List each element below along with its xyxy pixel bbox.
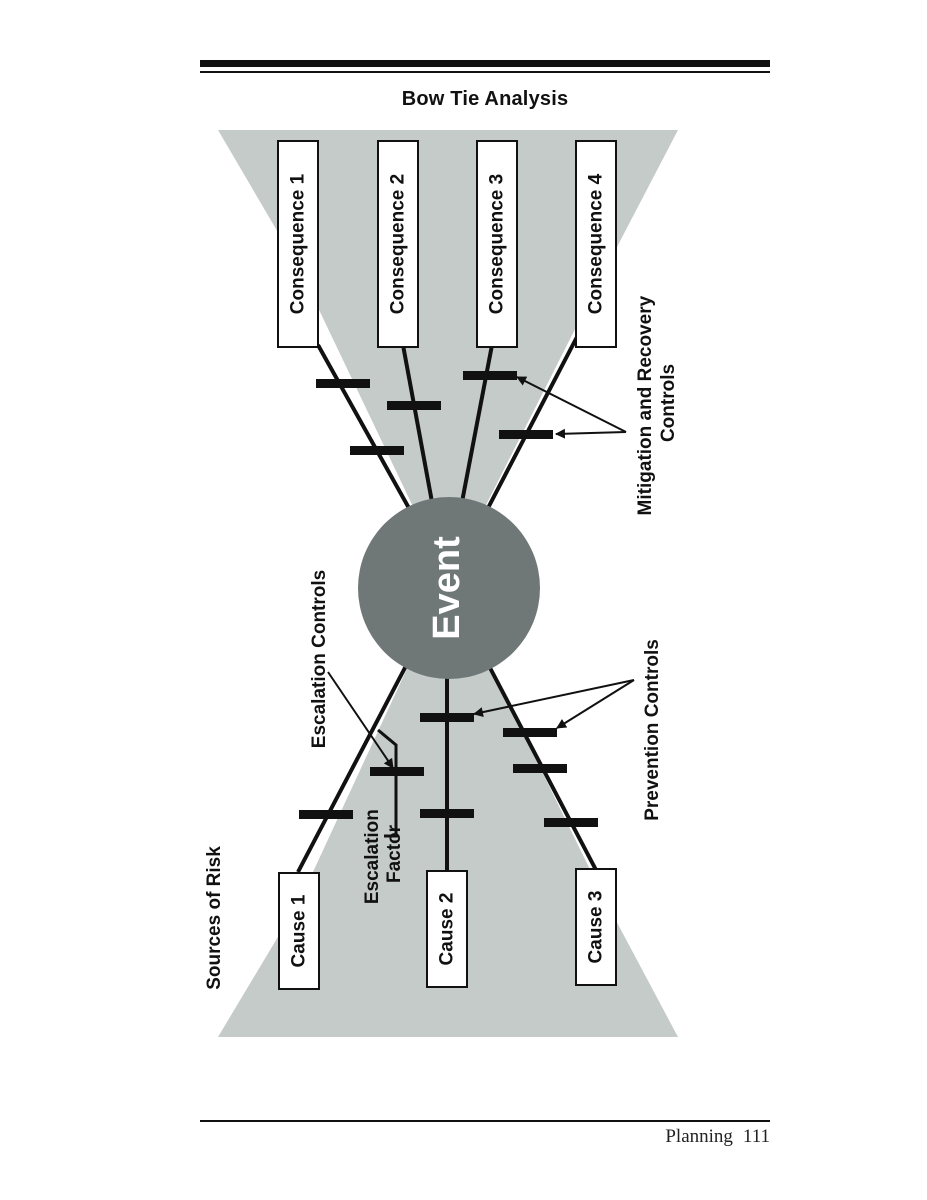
consequence-line-1 <box>316 344 412 511</box>
mitigation-control-bar <box>463 371 517 380</box>
consequence-line-4 <box>486 334 580 509</box>
escalation-factor-line-2: Factor <box>384 824 405 883</box>
event-circle <box>358 497 540 679</box>
consequence-label-2: Consequence 2 <box>388 174 409 314</box>
prevention-label: Prevention Controls <box>642 639 663 821</box>
page-number: 111 <box>742 1126 770 1147</box>
escalation-factor-line-1: Escalation <box>362 809 383 904</box>
cause-box-3: Cause 3 <box>575 868 617 986</box>
consequence-box-2: Consequence 2 <box>377 140 419 348</box>
escalation-factor-line <box>377 728 398 836</box>
bottom-rule <box>200 1120 770 1122</box>
consequence-label-1: Consequence 1 <box>288 173 309 314</box>
cause-box-2: Cause 2 <box>426 870 468 988</box>
consequence-label-4: Consequence 4 <box>586 173 607 314</box>
prevention-arrow-upper <box>473 679 635 718</box>
cause-label-3: Cause 3 <box>586 891 607 964</box>
consequence-label-3: Consequence 3 <box>487 174 508 314</box>
mitigation-label-line-2: Controls <box>658 364 679 442</box>
escalation-controls-arrow <box>327 671 394 769</box>
consequence-fan-shape <box>218 130 678 580</box>
sources-of-risk-label: Sources of Risk <box>204 846 225 990</box>
mitigation-label-line-1: Mitigation and Recovery <box>635 295 656 515</box>
cause-label-2: Cause 2 <box>437 893 458 966</box>
mitigation-label: Mitigation and Recovery Controls <box>635 291 679 516</box>
escalation-factor-label: Escalation Factor <box>362 804 405 904</box>
consequence-box-1: Consequence 1 <box>277 140 319 348</box>
prevention-control-bar <box>299 810 353 819</box>
prevention-arrow-lower <box>556 679 635 729</box>
page-footer: Planning 111 <box>665 1126 770 1148</box>
prevention-control-bar <box>503 728 557 737</box>
footer-section: Planning <box>665 1126 733 1147</box>
mitigation-arrow-lower <box>555 428 627 439</box>
mitigation-control-bar <box>350 446 404 455</box>
page-title: Bow Tie Analysis <box>401 88 569 110</box>
prevention-control-bar <box>544 818 598 827</box>
cause-box-1: Cause 1 <box>278 872 320 990</box>
top-rule-thin <box>200 71 770 73</box>
consequence-line-2 <box>401 344 434 503</box>
consequence-box-4: Consequence 4 <box>575 140 617 348</box>
prevention-control-bar <box>513 764 567 773</box>
cause-label-1: Cause 1 <box>289 894 310 967</box>
mitigation-control-bar <box>387 401 441 410</box>
prevention-control-bar <box>420 809 474 818</box>
escalation-controls-label: Escalation Controls <box>309 570 330 748</box>
event-label: Event <box>426 536 468 640</box>
mitigation-control-bar <box>499 430 553 439</box>
mitigation-arrow-upper <box>516 376 627 433</box>
prevention-control-bar <box>420 713 474 722</box>
top-rule-thick <box>200 60 770 67</box>
cause-line-1 <box>296 661 410 873</box>
mitigation-control-bar <box>316 379 370 388</box>
consequence-box-3: Consequence 3 <box>476 140 518 348</box>
